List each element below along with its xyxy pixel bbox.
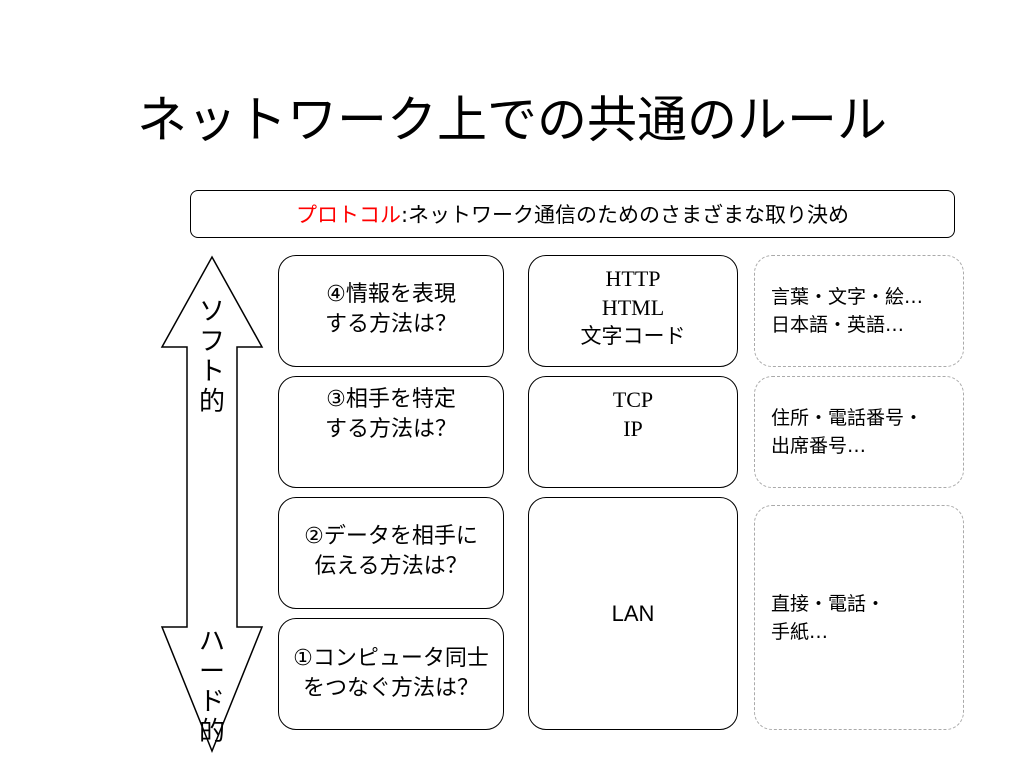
protocol-term: プロトコル bbox=[295, 203, 401, 227]
example-box-connection: 直接・電話・ 手紙… bbox=[754, 505, 964, 730]
protocol-box-transport: TCP IP bbox=[528, 376, 738, 488]
hardware-label: ハ ー ド 的 bbox=[198, 627, 225, 747]
software-label: ソ フ ト 的 bbox=[198, 297, 225, 417]
example-box-identification: 住所・電話番号・ 出席番号… bbox=[754, 376, 964, 488]
protocol-box-application: HTTP HTML 文字コード bbox=[528, 255, 738, 367]
question-box-2: ②データを相手に 伝える方法は？ bbox=[278, 497, 504, 609]
protocol-definition: :ネットワーク通信のためのさまざまな取り決め bbox=[400, 203, 850, 227]
double-arrow-icon bbox=[160, 255, 264, 754]
question-box-3: ③相手を特定 する方法は？ bbox=[278, 376, 504, 488]
question-box-1: ①コンピュータ同士 をつなぐ方法は？ bbox=[278, 618, 504, 730]
slide-title: ネットワーク上での共通のルール bbox=[137, 91, 887, 149]
protocol-definition-box: プロトコル :ネットワーク通信のためのさまざまな取り決め bbox=[190, 190, 955, 238]
example-box-representation: 言葉・文字・絵… 日本語・英語… bbox=[754, 255, 964, 367]
protocol-box-link: LAN bbox=[528, 497, 738, 730]
question-box-4: ④情報を表現 する方法は？ bbox=[278, 255, 504, 367]
